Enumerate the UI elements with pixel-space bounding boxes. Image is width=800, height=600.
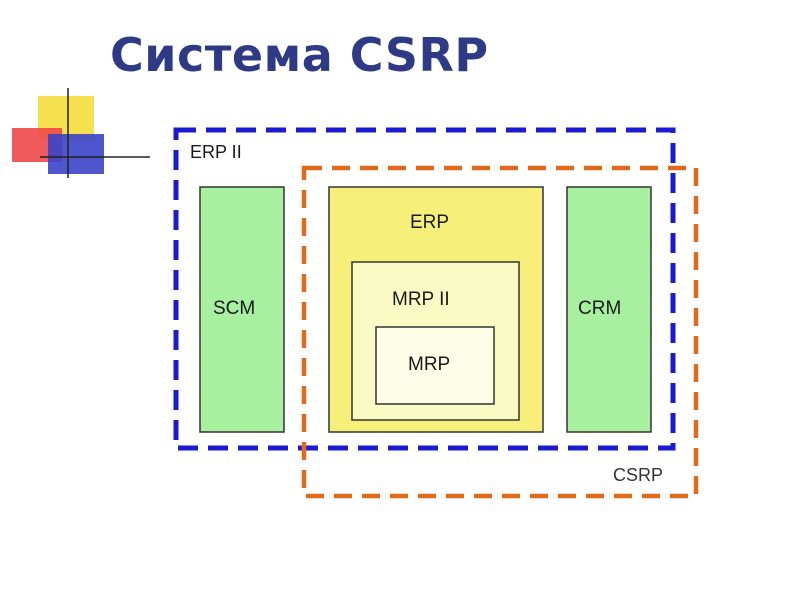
page-title: Система CSRP bbox=[110, 28, 489, 82]
scm-box bbox=[199, 186, 285, 433]
mrp2-label: MRP II bbox=[392, 289, 450, 310]
crm-box bbox=[566, 186, 652, 433]
crm-label: CRM bbox=[578, 298, 622, 319]
corner-decoration bbox=[12, 88, 150, 178]
mrp-box bbox=[375, 326, 495, 405]
erp-label: ERP bbox=[410, 212, 450, 233]
csrp-label: CSRP bbox=[613, 465, 664, 485]
csrp-boundary bbox=[301, 165, 699, 499]
scm-label: SCM bbox=[213, 298, 256, 319]
erp2-label: ERP II bbox=[190, 142, 242, 162]
mrp-label: MRP bbox=[408, 354, 451, 375]
blue-square bbox=[48, 134, 104, 174]
erp2-boundary bbox=[173, 127, 676, 451]
